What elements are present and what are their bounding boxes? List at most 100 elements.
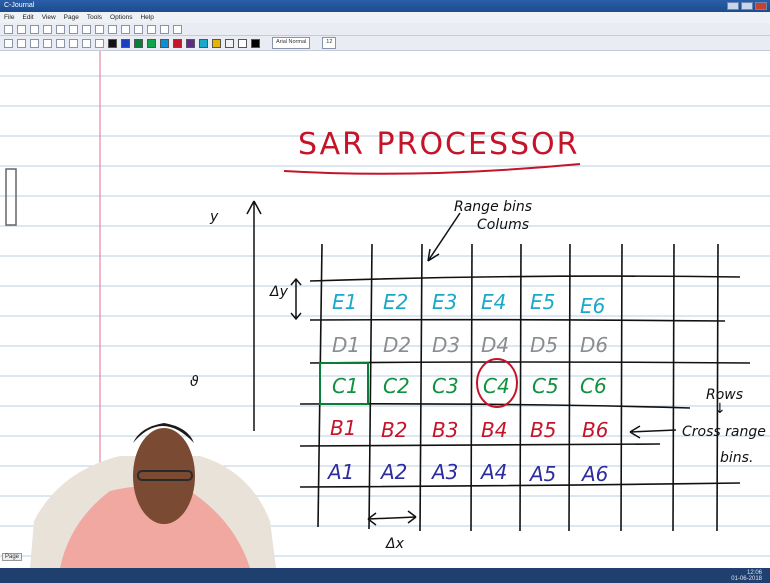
side-tab <box>5 168 17 226</box>
ruled-lines <box>0 75 770 557</box>
close-button[interactable] <box>755 2 767 10</box>
select-icon[interactable] <box>43 38 52 48</box>
color-swatch[interactable] <box>238 38 247 48</box>
delta-x-arrow <box>367 510 417 526</box>
grid-cell: D6 <box>580 333 608 357</box>
grid-cell: D4 <box>481 333 509 357</box>
note-page-drawing: SAR PROCESSOR Range bins Colums y Δy ϑ R… <box>0 51 770 568</box>
cross-range-label: Cross range <box>682 424 766 440</box>
menu-edit[interactable]: Edit <box>22 14 34 21</box>
grid-cell: A5 <box>528 462 556 486</box>
color-swatch[interactable] <box>212 38 221 48</box>
grid-cell: B4 <box>481 418 507 442</box>
font-size-selector[interactable]: 12 <box>322 37 337 49</box>
color-swatch[interactable] <box>121 38 130 48</box>
print-icon[interactable] <box>43 24 52 34</box>
menu-bar: File Edit View Page Tools Options Help <box>0 12 770 23</box>
grid-cell: A2 <box>379 460 407 484</box>
theta-label: ϑ <box>190 374 199 390</box>
open-icon[interactable] <box>17 24 26 34</box>
zoom-out-icon[interactable] <box>134 24 143 34</box>
grid-cell: B3 <box>432 418 458 442</box>
zoom-fit-icon[interactable] <box>147 24 156 34</box>
line-width-icon[interactable] <box>95 38 104 48</box>
color-swatch[interactable] <box>160 38 169 48</box>
grid-cell: C5 <box>532 374 559 398</box>
menu-options[interactable]: Options <box>110 14 133 21</box>
grid-cell: E4 <box>481 290 506 314</box>
menu-tools[interactable]: Tools <box>86 14 103 21</box>
window-title: C-Journal <box>4 2 35 9</box>
font-selector[interactable]: Arial Normal <box>272 37 311 49</box>
c4-circle <box>476 358 518 408</box>
zoom-in-icon[interactable] <box>121 24 130 34</box>
color-swatch[interactable] <box>186 38 195 48</box>
grid-cell: B2 <box>381 418 407 442</box>
pen-icon[interactable] <box>4 38 13 48</box>
eraser-icon[interactable] <box>17 38 26 48</box>
grid-cell: D2 <box>383 333 411 357</box>
next-page-icon[interactable] <box>173 24 182 34</box>
menu-help[interactable]: Help <box>140 14 154 21</box>
c1-highlight <box>319 362 369 405</box>
menu-file[interactable]: File <box>4 14 15 21</box>
color-swatch[interactable] <box>173 38 182 48</box>
cross-range-arrow <box>629 425 677 439</box>
prev-page-icon[interactable] <box>160 24 169 34</box>
new-icon[interactable] <box>4 24 13 34</box>
grid-cell: C3 <box>432 374 459 398</box>
rows-label: Rows <box>706 387 743 403</box>
minimize-button[interactable] <box>727 2 739 10</box>
clock-time: 12:06 <box>746 570 762 576</box>
window-controls <box>727 2 767 10</box>
title-bar: C-Journal <box>0 0 770 12</box>
paste-icon[interactable] <box>82 24 91 34</box>
color-swatch[interactable] <box>199 38 208 48</box>
text-tool-icon[interactable] <box>30 38 39 48</box>
image-icon[interactable] <box>82 38 91 48</box>
shape-icon[interactable] <box>56 38 65 48</box>
clock-date: 01-06-2018 <box>731 576 762 582</box>
maximize-button[interactable] <box>741 2 753 10</box>
grid-cell: D3 <box>432 333 460 357</box>
redo-icon[interactable] <box>108 24 117 34</box>
grid-cell: A1 <box>326 460 354 484</box>
copy-icon[interactable] <box>69 24 78 34</box>
color-swatch[interactable] <box>251 38 260 48</box>
menu-view[interactable]: View <box>41 14 56 21</box>
delta-x-label: Δx <box>385 536 405 552</box>
grid-cell: C2 <box>383 374 410 398</box>
color-swatch[interactable] <box>134 38 143 48</box>
note-canvas[interactable]: SAR PROCESSOR Range bins Colums y Δy ϑ R… <box>0 51 770 568</box>
presenter-video <box>30 423 276 568</box>
color-swatch[interactable] <box>225 38 234 48</box>
grid-cell: D1 <box>332 333 360 357</box>
grid-cell: E5 <box>530 290 555 314</box>
grid-cell: E3 <box>432 290 457 314</box>
grid-cell: E1 <box>332 290 357 314</box>
grid-cell: A4 <box>479 460 507 484</box>
grid-cell: E6 <box>580 294 605 318</box>
grid-cell: C1 <box>332 374 359 398</box>
taskbar: 12:06 01-06-2018 <box>0 568 770 583</box>
grid-cell: D5 <box>530 333 558 357</box>
clock: 12:06 01-06-2018 <box>731 570 762 582</box>
save-icon[interactable] <box>30 24 39 34</box>
grid-cell: A3 <box>430 460 458 484</box>
range-bins-arrow <box>427 212 461 262</box>
grid-cell: B1 <box>330 416 356 440</box>
bins-label: bins. <box>720 450 753 466</box>
cut-icon[interactable] <box>56 24 65 34</box>
color-swatch[interactable] <box>108 38 117 48</box>
columns-label: Colums <box>477 217 529 233</box>
grid-cell: C6 <box>580 374 607 398</box>
page-indicator: Page <box>2 553 23 561</box>
highlighter-icon[interactable] <box>69 38 78 48</box>
grid-cell: B6 <box>582 418 608 442</box>
undo-icon[interactable] <box>95 24 104 34</box>
delta-y-label: Δy <box>269 284 289 300</box>
menu-page[interactable]: Page <box>63 14 79 21</box>
color-swatch[interactable] <box>147 38 156 48</box>
grid-cell: C4 <box>483 374 510 398</box>
note-title: SAR PROCESSOR <box>298 127 580 162</box>
